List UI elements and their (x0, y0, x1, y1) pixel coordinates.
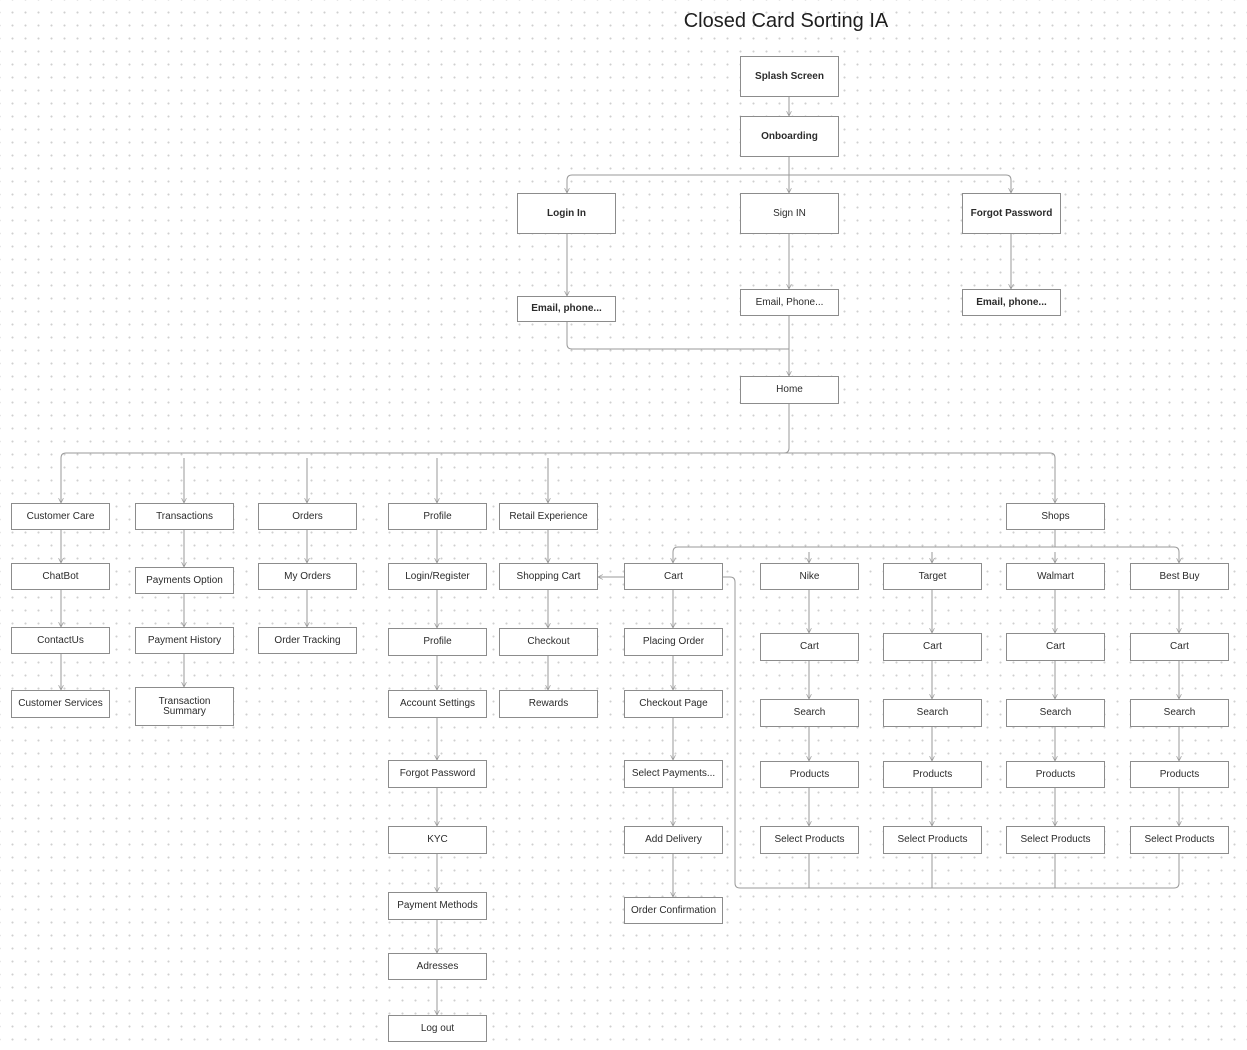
node-target-search[interactable]: Search (883, 699, 982, 727)
node-transactions[interactable]: Transactions (135, 503, 234, 530)
node-transaction-summary[interactable]: Transaction Summary (135, 687, 234, 726)
node-cart[interactable]: Cart (624, 563, 723, 590)
node-payment-methods[interactable]: Payment Methods (388, 892, 487, 920)
node-payment-history[interactable]: Payment History (135, 627, 234, 654)
node-my-orders[interactable]: My Orders (258, 563, 357, 590)
node-kyc[interactable]: KYC (388, 826, 487, 854)
node-walmart-search[interactable]: Search (1006, 699, 1105, 727)
node-sign-in[interactable]: Sign IN (740, 193, 839, 234)
node-add-delivery[interactable]: Add Delivery (624, 826, 723, 854)
node-log-out[interactable]: Log out (388, 1015, 487, 1042)
node-nike-search[interactable]: Search (760, 699, 859, 727)
connector-68 (723, 576, 1180, 889)
node-shopping-cart[interactable]: Shopping Cart (499, 563, 598, 590)
node-nike-products[interactable]: Products (760, 761, 859, 788)
node-walmart-select-products[interactable]: Select Products (1006, 826, 1105, 854)
node-walmart-cart[interactable]: Cart (1006, 633, 1105, 661)
node-walmart-products[interactable]: Products (1006, 761, 1105, 788)
node-checkout-page[interactable]: Checkout Page (624, 690, 723, 718)
node-checkout[interactable]: Checkout (499, 628, 598, 656)
node-nike-cart[interactable]: Cart (760, 633, 859, 661)
node-order-tracking[interactable]: Order Tracking (258, 627, 357, 654)
node-target-products[interactable]: Products (883, 761, 982, 788)
node-forgot-password-profile[interactable]: Forgot Password (388, 760, 487, 788)
node-login-in[interactable]: Login In (517, 193, 616, 234)
node-placing-order[interactable]: Placing Order (624, 628, 723, 656)
connector-12 (783, 404, 790, 454)
node-email-login[interactable]: Email, phone... (517, 296, 616, 322)
node-select-payments[interactable]: Select Payments... (624, 760, 723, 788)
node-home[interactable]: Home (740, 376, 839, 404)
node-account-settings[interactable]: Account Settings (388, 690, 487, 718)
node-nike[interactable]: Nike (760, 563, 859, 590)
node-best-buy[interactable]: Best Buy (1130, 563, 1229, 590)
node-target-select-products[interactable]: Select Products (883, 826, 982, 854)
node-email-forgot[interactable]: Email, phone... (962, 289, 1061, 316)
node-retail-experience[interactable]: Retail Experience (499, 503, 598, 530)
connector-10 (566, 322, 789, 350)
node-target-cart[interactable]: Cart (883, 633, 982, 661)
node-splash-screen[interactable]: Splash Screen (740, 56, 839, 97)
node-best-buy-search[interactable]: Search (1130, 699, 1229, 727)
node-chatbot[interactable]: ChatBot (11, 563, 110, 590)
node-adresses[interactable]: Adresses (388, 953, 487, 980)
node-best-buy-select-products[interactable]: Select Products (1130, 826, 1229, 854)
node-shops[interactable]: Shops (1006, 503, 1105, 530)
node-email-signin[interactable]: Email, Phone... (740, 289, 839, 316)
connector-40 (672, 546, 1180, 563)
node-payments-option[interactable]: Payments Option (135, 567, 234, 594)
node-profile[interactable]: Profile (388, 503, 487, 530)
node-forgot-password-top[interactable]: Forgot Password (962, 193, 1061, 234)
node-order-confirmation[interactable]: Order Confirmation (624, 897, 723, 924)
node-rewards[interactable]: Rewards (499, 690, 598, 718)
node-login-register[interactable]: Login/Register (388, 563, 487, 590)
node-best-buy-products[interactable]: Products (1130, 761, 1229, 788)
node-best-buy-cart[interactable]: Cart (1130, 633, 1229, 661)
node-nike-select-products[interactable]: Select Products (760, 826, 859, 854)
node-contactus[interactable]: ContactUs (11, 627, 110, 654)
node-onboarding[interactable]: Onboarding (740, 116, 839, 157)
connector-13 (60, 452, 1056, 503)
node-target[interactable]: Target (883, 563, 982, 590)
node-profile-sub[interactable]: Profile (388, 628, 487, 656)
node-walmart[interactable]: Walmart (1006, 563, 1105, 590)
node-orders[interactable]: Orders (258, 503, 357, 530)
node-customer-services[interactable]: Customer Services (11, 690, 110, 718)
diagram-title: Closed Card Sorting IA (683, 10, 889, 32)
node-customer-care[interactable]: Customer Care (11, 503, 110, 530)
